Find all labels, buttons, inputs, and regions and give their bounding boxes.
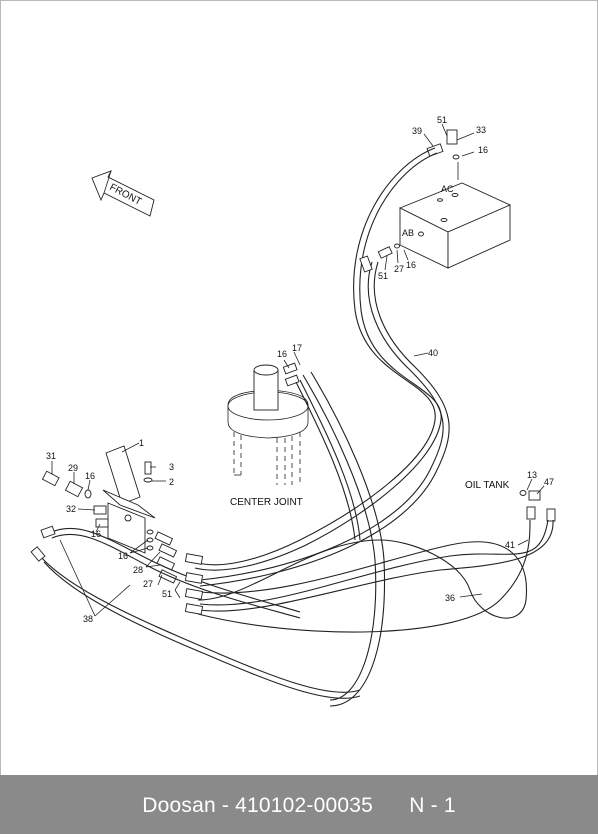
- pedal-bracket: [102, 445, 156, 554]
- callout-16c: 16: [118, 551, 128, 561]
- callout-16d: 16: [277, 349, 287, 359]
- callout-1: 1: [139, 438, 144, 448]
- callout-33: 33: [476, 125, 486, 135]
- callout-16b: 16: [91, 529, 101, 539]
- port-ab-label: AB: [402, 228, 414, 238]
- callout-51c: 51: [162, 589, 172, 599]
- callout-16a: 16: [85, 471, 95, 481]
- footer-caption: Doosan - 410102-00035 N - 1: [0, 775, 598, 834]
- callout-17: 17: [292, 343, 302, 353]
- center-joint: CENTER JOINT: [227, 364, 309, 508]
- callout-2: 2: [169, 477, 174, 487]
- callout-51a: 51: [437, 115, 447, 125]
- callout-31: 31: [46, 451, 56, 461]
- callout-38: 38: [83, 614, 93, 624]
- footer-page: N - 1: [409, 794, 456, 817]
- callout-40: 40: [428, 348, 438, 358]
- hydraulic-piping-diagram: FRONT AC AB CENTER JOINT: [30, 115, 556, 707]
- callout-39: 39: [412, 126, 422, 136]
- oil-tank-label: OIL TANK: [465, 480, 510, 491]
- ac-valve-block: AC AB: [398, 182, 512, 269]
- footer-separator: -: [215, 794, 236, 817]
- front-arrow: FRONT: [91, 170, 155, 217]
- callout-16f: 16: [406, 260, 416, 270]
- callout-28: 28: [133, 565, 143, 575]
- callout-36: 36: [445, 593, 455, 603]
- leader-lines: [51, 123, 545, 617]
- footer-bar: Doosan - 410102-00035 N - 1: [0, 775, 598, 834]
- callout-32: 32: [66, 504, 76, 514]
- callout-labels: 1 2 3 13 16 16 16 16 16 16 17 27 27 28 2…: [46, 115, 554, 624]
- callout-13: 13: [527, 470, 537, 480]
- callout-47: 47: [544, 477, 554, 487]
- callout-27b: 27: [394, 264, 404, 274]
- footer-part-number: 410102-00035: [235, 794, 373, 817]
- port-ac-label: AC: [441, 184, 454, 194]
- callout-41: 41: [505, 540, 515, 550]
- callout-51b: 51: [378, 271, 388, 281]
- callout-3: 3: [169, 462, 174, 472]
- callout-29: 29: [68, 463, 78, 473]
- center-joint-label: CENTER JOINT: [230, 497, 303, 508]
- hoses: [30, 147, 554, 707]
- footer-brand: Doosan: [142, 794, 216, 817]
- callout-27a: 27: [143, 579, 153, 589]
- callout-16e: 16: [478, 145, 488, 155]
